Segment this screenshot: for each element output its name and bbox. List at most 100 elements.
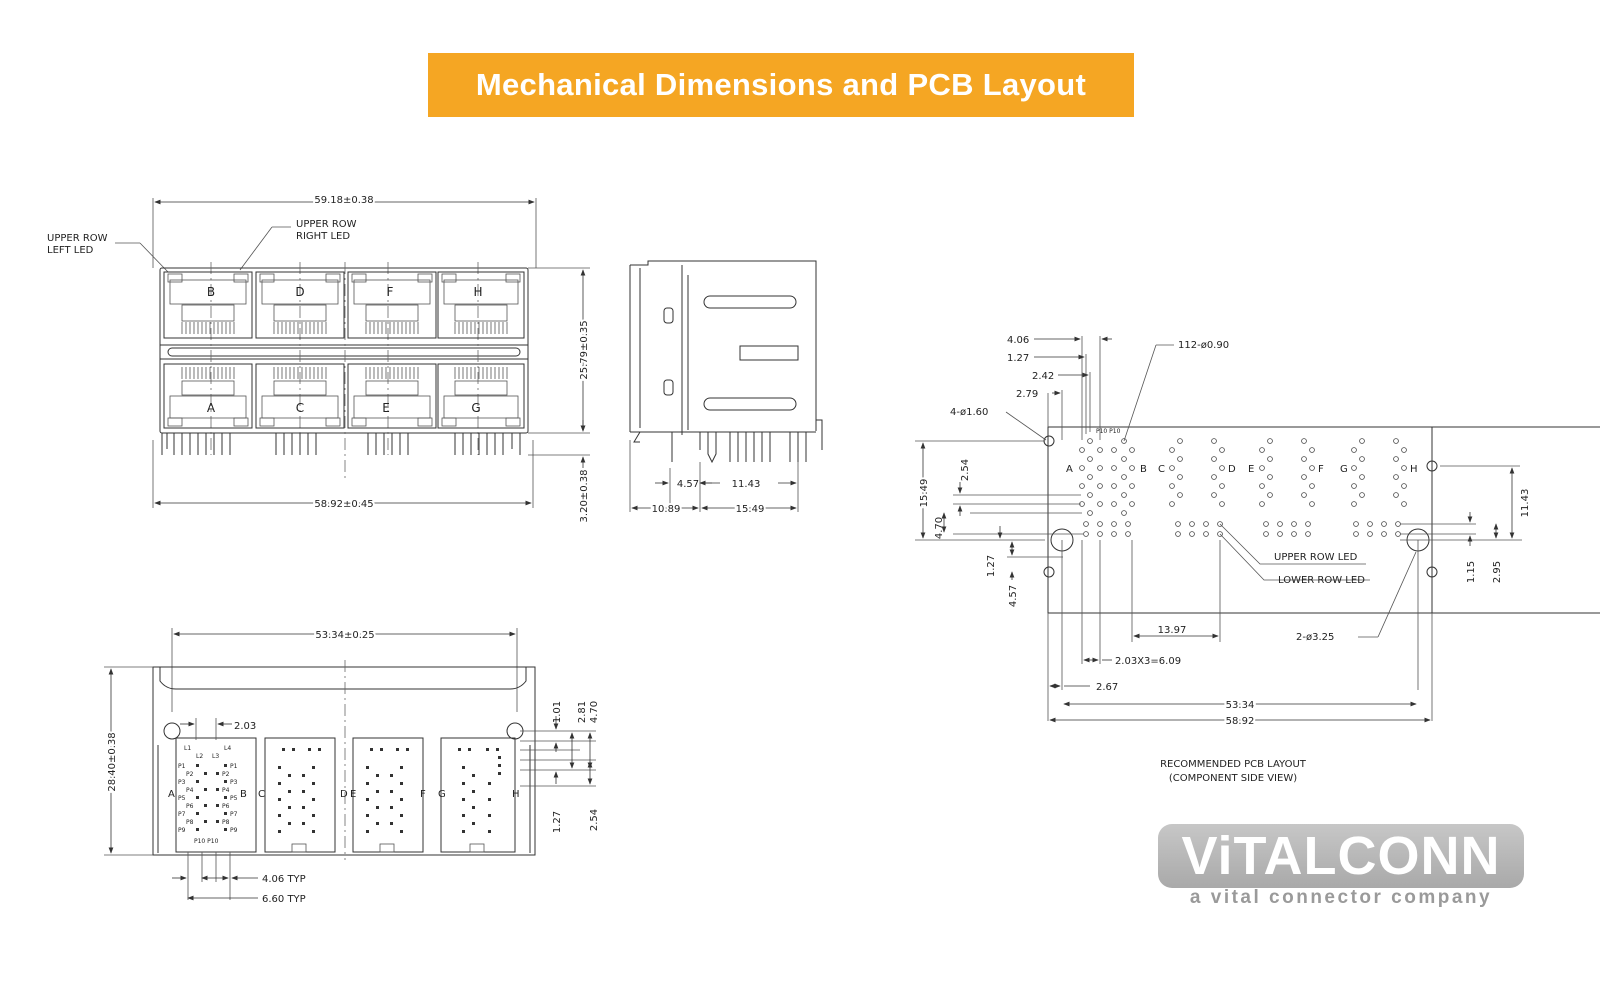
pcb-d-115: 1.15 <box>1466 561 1477 583</box>
pin-label: P6 <box>222 803 230 810</box>
lower-ports: A C E <box>163 363 525 429</box>
pin-label: P5 <box>230 795 238 802</box>
pcb-d-457: 4.57 <box>1008 585 1019 607</box>
bottom-dim-254: 2.54 <box>589 809 600 831</box>
pcb-port-B: B <box>1140 464 1147 475</box>
pin-label: P1 <box>230 763 238 770</box>
pin-label: P9 <box>230 827 238 834</box>
pcb-holes-pins: 112-ø0.90 <box>1178 340 1229 351</box>
bottom-port-A: A <box>168 789 175 800</box>
led-L1-left: L1 <box>184 745 191 752</box>
pcb-port-D: D <box>1228 464 1236 475</box>
port-A: A <box>163 363 253 429</box>
pin-label: P7 <box>230 811 238 818</box>
pcb-d-1397: 13.97 <box>1158 625 1187 636</box>
pcb-lower-row-led: LOWER ROW LED <box>1278 575 1365 586</box>
port-H: H <box>437 271 525 339</box>
port-label-C: C <box>296 401 304 415</box>
bottom-port-D: D <box>340 789 348 800</box>
callout-right-led-2: RIGHT LED <box>296 231 350 242</box>
pcb-d-5892: 58.92 <box>1226 716 1255 727</box>
led-L3-left: L3 <box>212 753 219 760</box>
pcb-d-242: 2.42 <box>1032 371 1054 382</box>
bottom-typ-406: 4.06 TYP <box>262 874 306 885</box>
bottom-dim-127: 1.27 <box>552 811 563 833</box>
pin-label: P2 <box>186 771 194 778</box>
port-label-H: H <box>473 285 482 299</box>
bottom-dim-470: 4.70 <box>589 701 600 723</box>
front-pin-length: 3.20±0.38 <box>579 470 590 523</box>
callout-left-led-1: UPPER ROW <box>47 233 108 244</box>
port-B: B <box>163 271 253 339</box>
side-dim-1143: 11.43 <box>732 479 761 490</box>
pin-label: P5 <box>178 795 186 802</box>
pin-label: P1 <box>178 763 186 770</box>
pcb-d-254: 2.54 <box>960 459 971 481</box>
pcb-d-279: 2.79 <box>1016 389 1038 400</box>
mount-hole <box>1426 460 1438 472</box>
callout-left-led-2: LEFT LED <box>47 245 94 256</box>
side-view: 4.57 11.43 10.89 15.49 <box>629 260 823 517</box>
bottom-port-B: B <box>240 789 247 800</box>
port-F: F <box>347 271 437 339</box>
vitalconn-logo: ViTALCONN <box>1158 824 1524 888</box>
port-G: G <box>437 363 525 429</box>
port-label-D: D <box>295 285 304 299</box>
pin-label: P3 <box>178 779 186 786</box>
logo-wordmark: ViTALCONN <box>1181 826 1501 886</box>
side-dim-1549: 15.49 <box>736 504 765 515</box>
pcb-d-5334: 53.34 <box>1226 700 1255 711</box>
pcb-port-H: H <box>1410 464 1418 475</box>
mount-hole <box>1043 566 1055 578</box>
pcb-holes-large: 2-ø3.25 <box>1296 632 1334 643</box>
front-view: 59.18±0.38 UPPER ROW LEFT LED UPPER ROW … <box>47 193 592 523</box>
pcb-d-470: 4.70 <box>934 517 945 539</box>
pin-label: P4 <box>222 787 230 794</box>
pcb-d-406: 4.06 <box>1007 335 1029 346</box>
port-label-B: B <box>207 285 215 299</box>
pcb-d-127: 1.27 <box>1007 353 1029 364</box>
title-banner: Mechanical Dimensions and PCB Layout <box>428 53 1134 117</box>
pcb-d-267: 2.67 <box>1096 682 1118 693</box>
pin-label: P3 <box>230 779 238 786</box>
upper-ports: B D F <box>163 271 525 339</box>
port-label-F: F <box>387 285 394 299</box>
pin-label: P2 <box>222 771 230 778</box>
bottom-dim-101: 1.01 <box>552 701 563 723</box>
mount-hole <box>1043 435 1055 447</box>
port-label-G: G <box>471 401 480 415</box>
port-label-A: A <box>207 401 216 415</box>
pcb-caption-1: RECOMMENDED PCB LAYOUT <box>1160 759 1307 770</box>
front-width-top: 59.18±0.38 <box>314 195 373 206</box>
pin-label: P6 <box>186 803 194 810</box>
pin-label: P8 <box>222 819 230 826</box>
pcb-d-1143: 11.43 <box>1520 489 1531 518</box>
pin-label: P9 <box>178 827 186 834</box>
front-width-bottom: 58.92±0.45 <box>314 499 373 510</box>
pcb-holes-small: 4-ø1.60 <box>950 407 988 418</box>
mount-hole <box>1426 566 1438 578</box>
pcb-port-G: G <box>1340 464 1348 475</box>
bottom-port-G: G <box>438 789 446 800</box>
pcb-layout: A B C D E F G H P10 P10 4.06 1.27 2.42 2… <box>915 335 1600 784</box>
pcb-port-C: C <box>1158 464 1165 475</box>
led-L4-left: L4 <box>224 745 231 752</box>
port-C: C <box>255 363 345 429</box>
pin-label: P7 <box>178 811 186 818</box>
bottom-port-H: H <box>512 789 520 800</box>
pcb-port-A: A <box>1066 464 1073 475</box>
pcb-pin-p10: P10 P10 <box>1096 428 1121 435</box>
port-label-E: E <box>382 401 390 415</box>
pcb-d-295: 2.95 <box>1492 561 1503 583</box>
pin-label-p10: P10 P10 <box>194 838 219 845</box>
logo-tagline: a vital connector company <box>1189 887 1493 908</box>
pcb-port-F: F <box>1318 464 1324 475</box>
bottom-typ-660: 6.60 TYP <box>262 894 306 905</box>
bottom-dim-281: 2.81 <box>577 701 588 723</box>
callout-right-led-1: UPPER ROW <box>296 219 357 230</box>
page-title: Mechanical Dimensions and PCB Layout <box>475 67 1087 102</box>
pin-pads <box>1079 438 1407 537</box>
side-dim-1089: 10.89 <box>652 504 681 515</box>
pcb-d-1549: 15.49 <box>919 479 930 508</box>
